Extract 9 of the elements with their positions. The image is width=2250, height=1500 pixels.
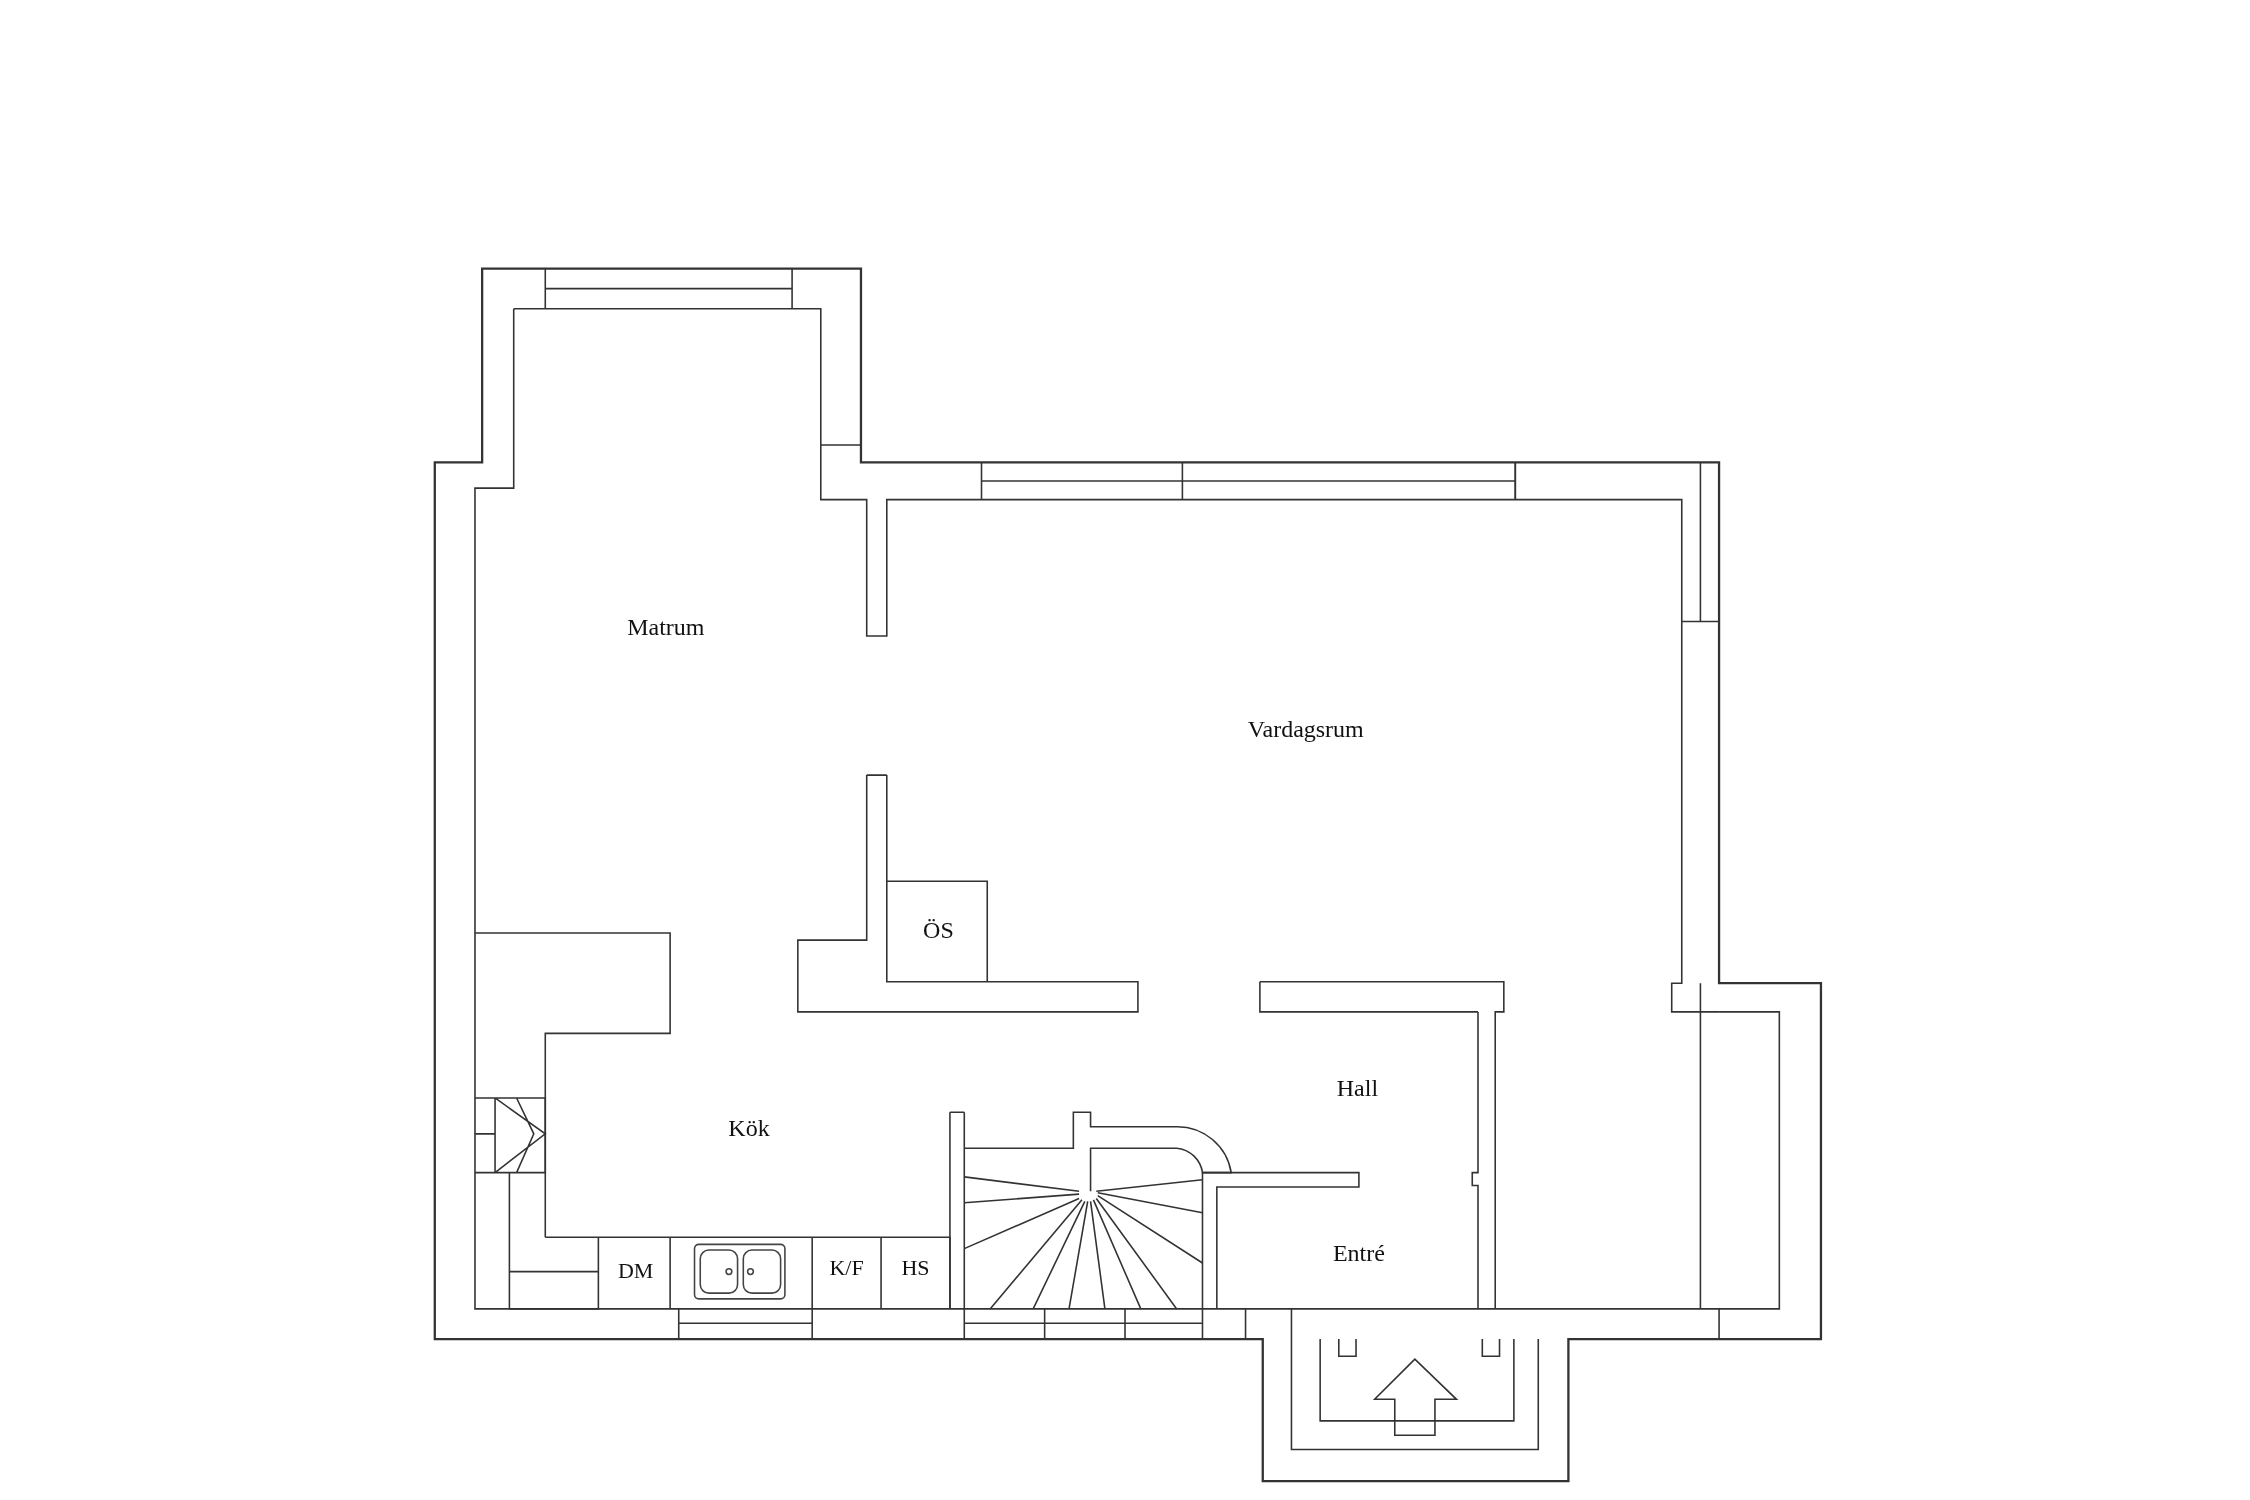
room-label: Vardagsrum [1247, 715, 1364, 743]
room-label: Hall [1336, 1074, 1379, 1102]
room-label: ÖS [923, 916, 954, 944]
room-label: Matrum [627, 613, 705, 641]
room-label: Entré [1332, 1239, 1385, 1267]
appliance-label: HS [901, 1255, 930, 1282]
appliance-label: K/F [829, 1255, 864, 1282]
appliance-label: DM [617, 1258, 654, 1285]
room-label: Kök [728, 1114, 770, 1142]
